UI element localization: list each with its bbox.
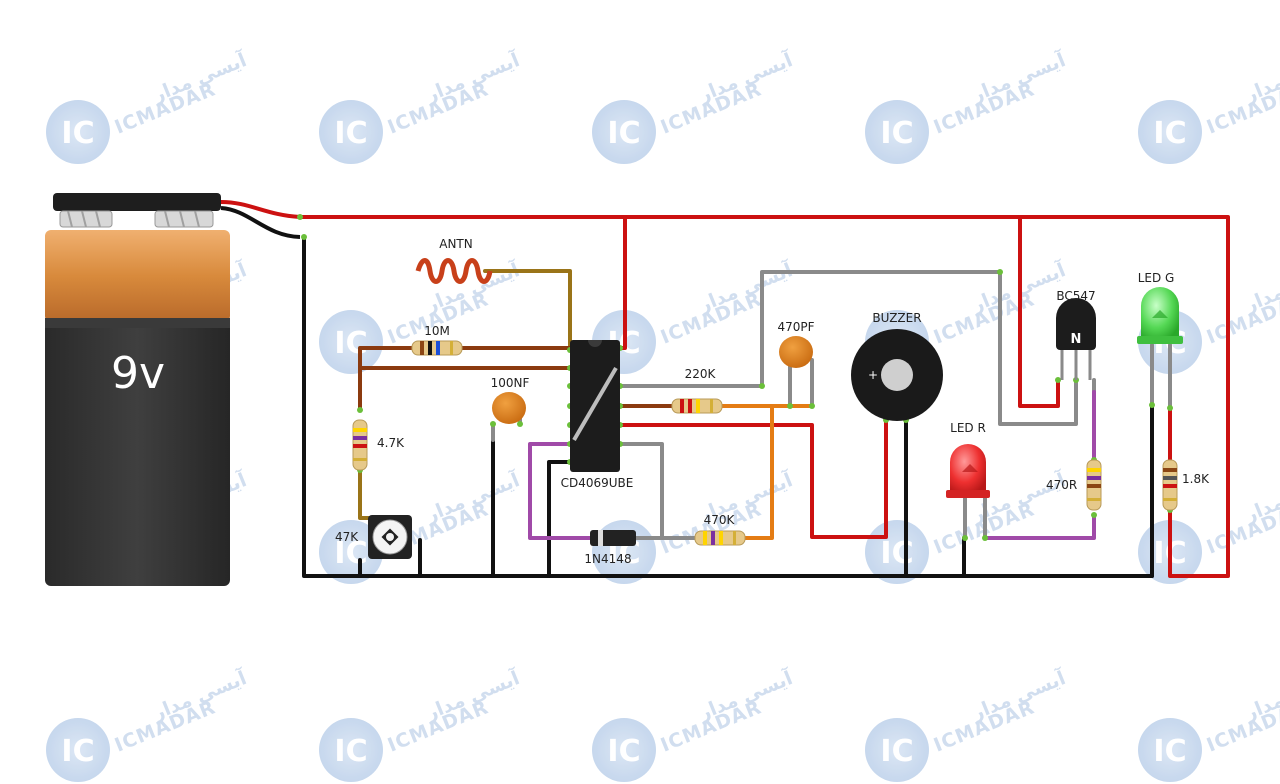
resistor-470k: 470K <box>694 513 746 546</box>
led-g-legs <box>1150 343 1172 410</box>
watermark-logo-text: IC <box>607 116 640 151</box>
label-transistor: BC547 <box>1056 289 1095 303</box>
watermark-logo <box>1138 718 1202 782</box>
led-r-legs <box>963 496 987 540</box>
ground-drops-left <box>358 438 495 578</box>
label-r1k8: 1.8K <box>1182 472 1210 486</box>
battery-cap <box>53 193 221 211</box>
label-r470r: 470R <box>1046 478 1077 492</box>
vcc-transistor <box>1018 215 1060 408</box>
antenna-wire <box>483 269 572 352</box>
battery-lead-negative <box>220 206 301 239</box>
battery-top-band <box>45 230 230 322</box>
diode-wire <box>528 442 592 540</box>
watermark-logo-text: IC <box>334 326 367 361</box>
ic-cd4069ube: CD4069UBE <box>561 340 634 490</box>
watermark-logo-text: IC <box>334 536 367 571</box>
timing-wire <box>718 404 814 540</box>
watermark-logo-text: IC <box>1153 116 1186 151</box>
watermark-logo <box>592 100 656 164</box>
label-r4k7: 4.7K <box>377 436 405 450</box>
resistor-4k7: 4.7K <box>352 419 405 471</box>
watermark-logo-text: IC <box>334 734 367 769</box>
watermark-logo <box>865 718 929 782</box>
label-r470k: 470K <box>704 513 736 527</box>
diode-1n4148: 1N4148 <box>584 530 636 566</box>
battery-label: 9v <box>111 348 165 399</box>
wires <box>298 215 1230 578</box>
watermark-logo <box>319 718 383 782</box>
led-red: LED R <box>946 421 990 498</box>
label-diode: 1N4148 <box>584 552 631 566</box>
label-buzzer: BUZZER <box>872 311 921 325</box>
buzzer-drive <box>618 418 888 539</box>
buzzer: + BUZZER <box>851 311 943 421</box>
r10m-wire <box>358 346 572 412</box>
watermark-logo <box>46 100 110 164</box>
vcc-rail <box>298 215 1230 578</box>
watermark-logo-text: IC <box>880 116 913 151</box>
antenna-coil: ANTN <box>415 237 493 284</box>
resistor-10m: 10M <box>411 324 463 356</box>
watermark-logo <box>46 718 110 782</box>
watermark-logo-text: IC <box>607 734 640 769</box>
label-led-g: LED G <box>1138 271 1175 285</box>
resistor-1k8: 1.8K <box>1162 459 1210 511</box>
ground-ic <box>547 460 572 578</box>
transistor-bc547: N BC547 <box>1056 289 1096 380</box>
watermark-logo-text: IC <box>61 734 94 769</box>
capacitor-100nf: 100NF <box>491 376 530 424</box>
watermark-logo <box>319 310 383 374</box>
buzzer-plus-mark: + <box>868 368 878 382</box>
watermark-logo <box>865 100 929 164</box>
pot-wire <box>358 468 380 520</box>
battery-9v: 9v <box>45 193 301 586</box>
potentiometer-47k: 47K <box>335 515 412 559</box>
capacitor-470pf: 470PF <box>777 320 815 368</box>
label-c470pf: 470PF <box>777 320 814 334</box>
watermark-logo-text: IC <box>334 116 367 151</box>
led-r-wire <box>983 513 1096 540</box>
watermark-logo <box>319 520 383 584</box>
watermark-logo-text: IC <box>1153 734 1186 769</box>
battery-lead-positive <box>220 200 301 219</box>
watermark-logo-text: IC <box>880 536 913 571</box>
label-r220k: 220K <box>685 367 717 381</box>
label-led-r: LED R <box>950 421 986 435</box>
label-antenna: ANTN <box>439 237 473 251</box>
resistor-220k: 220K <box>671 367 723 414</box>
watermark-logo <box>592 718 656 782</box>
watermark-logo <box>319 100 383 164</box>
label-ic: CD4069UBE <box>561 476 634 490</box>
resistor-470r: 470R <box>1046 459 1102 511</box>
transistor-mark: N <box>1071 332 1082 347</box>
watermark-logo <box>1138 100 1202 164</box>
label-r10m: 10M <box>424 324 450 338</box>
label-pot: 47K <box>335 530 359 544</box>
c470pf-legs <box>788 358 814 408</box>
watermark-logo-text: IC <box>61 116 94 151</box>
battery-body <box>45 318 230 586</box>
watermark-logo-text: IC <box>880 734 913 769</box>
led-green: LED G <box>1137 271 1183 344</box>
label-c100nf: 100NF <box>491 376 530 390</box>
ground-rail <box>302 235 1154 578</box>
